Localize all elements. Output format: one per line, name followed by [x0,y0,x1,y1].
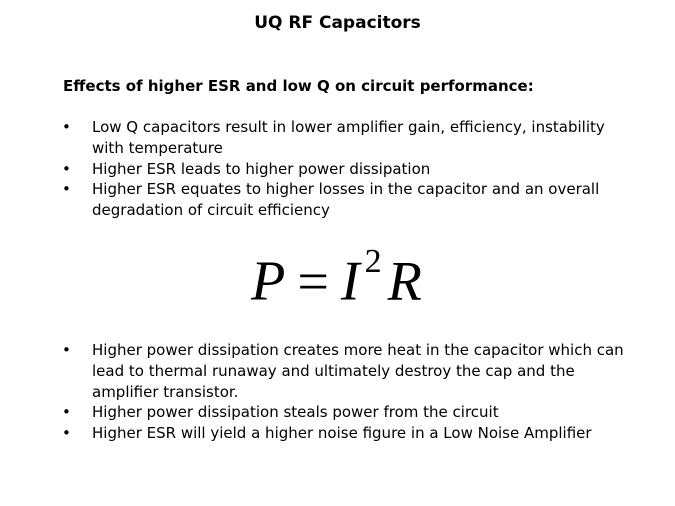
formula-resistance-symbol: R [387,250,424,313]
bullet-item: • Higher ESR leads to higher power dissi… [62,159,632,180]
bullet-text: Low Q capacitors result in lower amplifi… [92,118,605,157]
power-formula: P=I2R [0,235,675,317]
bullet-item: • Higher power dissipation creates more … [62,340,632,402]
bullet-item: • Higher ESR equates to higher losses in… [62,179,632,221]
bullet-dot-icon: • [62,424,71,443]
bullet-item: • Low Q capacitors result in lower ampli… [62,117,632,159]
bullet-text: Higher ESR equates to higher losses in t… [92,180,600,220]
formula-power-symbol: P [251,250,288,313]
bullet-dot-icon: • [62,403,71,422]
formula-exponent: 2 [364,243,384,280]
section-subtitle: Effects of higher ESR and low Q on circu… [63,77,534,95]
bullet-text: Higher power dissipation steals power fr… [92,403,499,422]
bullet-text: Higher power dissipation creates more he… [92,341,624,401]
slide-title: UQ RF Capacitors [254,13,421,33]
bullet-list-top: • Low Q capacitors result in lower ampli… [62,117,632,221]
formula-equals-sign: = [297,250,331,313]
bullet-dot-icon: • [62,159,71,178]
bullet-dot-icon: • [62,118,71,136]
bullet-item: • Higher ESR will yield a higher noise f… [62,423,632,444]
bullet-dot-icon: • [62,180,71,199]
bullet-text: Higher ESR leads to higher power dissipa… [92,159,431,178]
bullet-item: • Higher power dissipation steals power … [62,402,632,423]
bullet-list-bottom: • Higher power dissipation creates more … [62,340,632,444]
bullet-text: Higher ESR will yield a higher noise fig… [92,424,592,443]
formula-current-symbol: I [340,250,362,313]
bullet-dot-icon: • [62,341,71,359]
